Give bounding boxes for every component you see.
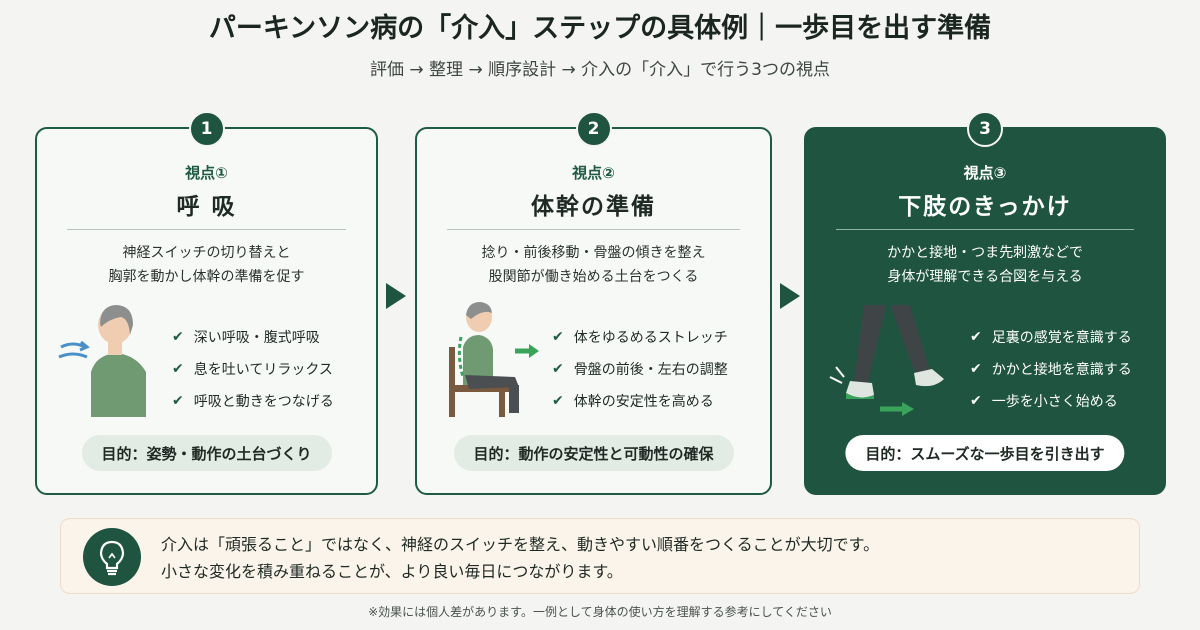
- step-number-badge: 1: [188, 111, 225, 147]
- check-icon: ✔: [172, 393, 184, 409]
- step-number-badge: 3: [967, 111, 1003, 147]
- card-heading: 呼 吸: [176, 194, 237, 220]
- card-description: 神経スイッチの切り替えと 胸郭を動かし体幹の準備を促す: [37, 241, 376, 289]
- list-item: ✔体をゆるめるストレッチ: [552, 329, 728, 346]
- purpose-badge: 目的：スムーズな一歩目を引き出す: [845, 435, 1125, 471]
- card-heading: 下肢のきっかけ: [898, 194, 1072, 220]
- card-breathing: 1 視点① 呼 吸 神経スイッチの切り替えと 胸郭を動かし体幹の準備を促す ✔深…: [35, 111, 378, 495]
- list-item: ✔息を吐いてリラックス: [172, 361, 333, 378]
- list-item: ✔かかと接地を意識する: [970, 361, 1132, 378]
- description-line: 胸郭を動かし体幹の準備を促す: [108, 269, 305, 285]
- description-line: 神経スイッチの切り替えと: [122, 245, 291, 261]
- note-line: 介入は「頑張ること」ではなく、神経のスイッチを整え、動きやすい順番をつくることが…: [161, 535, 880, 554]
- check-list: ✔体をゆるめるストレッチ ✔骨盤の前後・左右の調整 ✔体幹の安定性を高める: [552, 321, 728, 417]
- check-list: ✔足裏の感覚を意識する ✔かかと接地を意識する ✔一歩を小さく始める: [970, 321, 1132, 417]
- check-icon: ✔: [552, 329, 564, 345]
- description-line: 捻り・前後移動・骨盤の傾きを整え: [481, 245, 706, 261]
- page-subtitle: 評価 → 整理 → 順序設計 → 介入の「介入」で行う3つの視点: [370, 60, 830, 80]
- purpose-badge: 目的：姿勢・動作の土台づくり: [81, 435, 332, 471]
- description-line: 身体が理解できる合図を与える: [887, 269, 1083, 285]
- note-line: 小さな変化を積み重ねることが、より良い毎日につながります。: [161, 562, 623, 581]
- list-item: ✔骨盤の前後・左右の調整: [552, 361, 728, 378]
- check-list: ✔深い呼吸・腹式呼吸 ✔息を吐いてリラックス ✔呼吸と動きをつなげる: [172, 321, 334, 417]
- description-line: 股関節が働き始める土台をつくる: [488, 269, 699, 285]
- card-trunk: 2 視点② 体幹の準備 捻り・前後移動・骨盤の傾きを整え 股関節が働き始める土台…: [415, 111, 772, 495]
- list-item: ✔体幹の安定性を高める: [552, 393, 714, 410]
- list-item: ✔足裏の感覚を意識する: [970, 329, 1132, 346]
- seated-person-icon: [449, 302, 539, 417]
- page-title: パーキンソン病の「介入」ステップの具体例｜一歩目を出す準備: [208, 13, 992, 44]
- check-icon: ✔: [970, 393, 982, 409]
- check-icon: ✔: [552, 393, 564, 409]
- card-description: かかと接地・つま先刺激などで 身体が理解できる合図を与える: [806, 241, 1164, 289]
- divider: [67, 229, 346, 230]
- purpose-badge: 目的：動作の安定性と可動性の確保: [453, 435, 734, 471]
- viewpoint-label: 視点②: [572, 164, 615, 182]
- next-arrow-icon: [386, 283, 406, 309]
- step-number-badge: 2: [575, 111, 612, 147]
- note-text: 介入は「頑張ること」ではなく、神経のスイッチを整え、動きやすい順番をつくることが…: [161, 531, 879, 585]
- advice-note: 介入は「頑張ること」ではなく、神経のスイッチを整え、動きやすい順番をつくることが…: [60, 518, 1140, 594]
- lightbulb-icon: [83, 528, 141, 586]
- list-item: ✔一歩を小さく始める: [970, 393, 1118, 410]
- list-item: ✔呼吸と動きをつなげる: [172, 393, 334, 410]
- list-item: ✔深い呼吸・腹式呼吸: [172, 329, 320, 346]
- disclaimer-footnote: ※効果には個人差があります。一例として身体の使い方を理解する参考にしてください: [368, 605, 832, 619]
- walking-legs-icon: [829, 305, 944, 416]
- check-icon: ✔: [970, 361, 982, 377]
- card-lower-limb: 3 視点③ 下肢のきっかけ かかと接地・つま先刺激などで 身体が理解できる合図を…: [804, 111, 1166, 495]
- check-icon: ✔: [172, 361, 184, 377]
- breathing-person-icon: [58, 305, 146, 417]
- card-heading: 体幹の準備: [531, 194, 656, 220]
- description-line: かかと接地・つま先刺激などで: [887, 245, 1083, 261]
- next-arrow-icon: [780, 283, 800, 309]
- check-icon: ✔: [552, 361, 564, 377]
- divider: [447, 229, 740, 230]
- viewpoint-label: 視点①: [185, 164, 228, 182]
- card-description: 捻り・前後移動・骨盤の傾きを整え 股関節が働き始める土台をつくる: [417, 241, 770, 289]
- check-icon: ✔: [172, 329, 184, 345]
- divider: [836, 229, 1134, 230]
- viewpoint-label: 視点③: [963, 164, 1007, 182]
- check-icon: ✔: [970, 329, 982, 345]
